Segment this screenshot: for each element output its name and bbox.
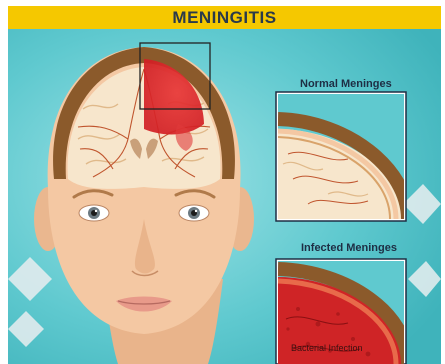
page-title: MENINGITIS	[172, 8, 276, 28]
title-banner: MENINGITIS	[8, 6, 441, 29]
bacterial-infection-label: Bacterial Infection	[291, 343, 363, 353]
left-eye	[79, 205, 109, 221]
right-eye	[179, 205, 209, 221]
normal-meninges-panel	[276, 92, 408, 221]
illustration-panel: Normal Meninges Infected Meninges Bacter…	[8, 29, 441, 364]
infected-meninges-label: Infected Meninges	[301, 242, 397, 254]
normal-meninges-label: Normal Meninges	[300, 78, 392, 90]
